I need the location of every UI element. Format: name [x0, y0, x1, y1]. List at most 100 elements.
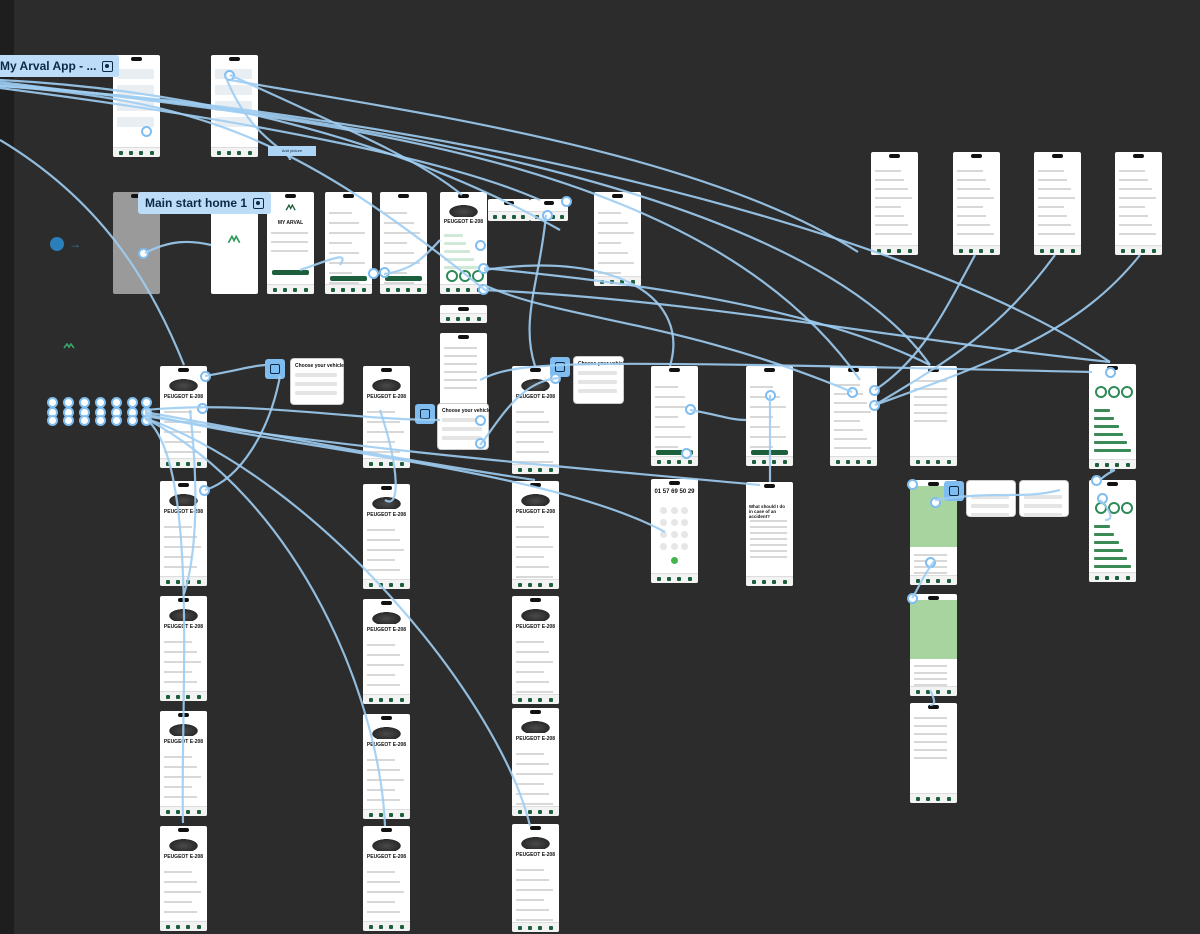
popup-option[interactable]: [442, 418, 482, 422]
accident-guide-screen[interactable]: What should I do in case of an accident?: [746, 482, 793, 586]
popup-option[interactable]: [295, 391, 337, 395]
nav-item-icon[interactable]: [139, 151, 144, 155]
nav-item-icon[interactable]: [876, 249, 881, 253]
nav-item-icon[interactable]: [548, 468, 553, 472]
nav-item-icon[interactable]: [196, 580, 201, 584]
connection-handle[interactable]: [95, 415, 106, 426]
hotspot-button[interactable]: Add picture: [268, 146, 316, 156]
nav-item-icon[interactable]: [186, 695, 191, 699]
nav-item-icon[interactable]: [389, 698, 394, 702]
nav-item-icon[interactable]: [165, 462, 170, 466]
nav-item-icon[interactable]: [216, 151, 221, 155]
nav-item-icon[interactable]: [517, 468, 522, 472]
connection-handle[interactable]: [542, 210, 553, 221]
nav-item-icon[interactable]: [946, 797, 951, 801]
nav-item-icon[interactable]: [517, 698, 522, 702]
nav-item-icon[interactable]: [165, 580, 170, 584]
nav-item-icon[interactable]: [399, 462, 404, 466]
play-frame-icon[interactable]: [102, 60, 114, 72]
vehicle-details-screen[interactable]: PEUGEOT E-208: [363, 599, 410, 704]
nav-item-icon[interactable]: [368, 583, 373, 587]
nav-item-icon[interactable]: [761, 580, 766, 584]
connection-handle[interactable]: [197, 403, 208, 414]
connection-handle[interactable]: [111, 415, 122, 426]
nav-item-icon[interactable]: [282, 288, 287, 292]
nav-item-icon[interactable]: [389, 462, 394, 466]
nav-item-icon[interactable]: [476, 317, 481, 321]
nav-item-icon[interactable]: [772, 460, 777, 464]
connection-handle[interactable]: [1105, 367, 1116, 378]
profile-menu-screen[interactable]: [1115, 152, 1162, 255]
nav-item-icon[interactable]: [915, 460, 920, 464]
nav-item-icon[interactable]: [946, 579, 951, 583]
nav-item-icon[interactable]: [186, 462, 191, 466]
nav-item-icon[interactable]: [1060, 249, 1065, 253]
nav-item-icon[interactable]: [687, 577, 692, 581]
nav-item-icon[interactable]: [395, 288, 400, 292]
nav-item-icon[interactable]: [782, 580, 787, 584]
nav-item-icon[interactable]: [175, 925, 180, 929]
nav-item-icon[interactable]: [538, 468, 543, 472]
connection-handle[interactable]: [475, 240, 486, 251]
login-screen[interactable]: MY ARVAL: [267, 192, 314, 294]
nav-item-icon[interactable]: [1130, 249, 1135, 253]
nav-item-icon[interactable]: [303, 288, 308, 292]
vehicle-details-screen[interactable]: PEUGEOT E-208: [512, 824, 559, 932]
nav-item-icon[interactable]: [538, 583, 543, 587]
nav-item-icon[interactable]: [936, 460, 941, 464]
nav-item-icon[interactable]: [368, 462, 373, 466]
nav-item-icon[interactable]: [445, 288, 450, 292]
nav-item-icon[interactable]: [378, 813, 383, 817]
connection-handle[interactable]: [141, 126, 152, 137]
nav-item-icon[interactable]: [656, 460, 661, 464]
nav-item-icon[interactable]: [925, 690, 930, 694]
overlay-icon[interactable]: [265, 359, 285, 379]
nav-item-icon[interactable]: [1125, 576, 1130, 580]
onboarding-screen[interactable]: [380, 192, 427, 294]
nav-item-icon[interactable]: [548, 698, 553, 702]
nav-item-icon[interactable]: [559, 215, 564, 219]
nav-item-icon[interactable]: [856, 460, 861, 464]
nav-item-icon[interactable]: [666, 460, 671, 464]
vehicle-details-screen[interactable]: PEUGEOT E-208: [512, 708, 559, 816]
nav-item-icon[interactable]: [455, 288, 460, 292]
nav-item-icon[interactable]: [1094, 463, 1099, 467]
popup-option[interactable]: [442, 427, 482, 431]
nav-item-icon[interactable]: [445, 317, 450, 321]
nav-item-icon[interactable]: [1115, 463, 1120, 467]
nav-item-icon[interactable]: [946, 460, 951, 464]
nav-item-icon[interactable]: [368, 813, 373, 817]
nav-item-icon[interactable]: [687, 460, 692, 464]
nav-item-icon[interactable]: [272, 288, 277, 292]
nav-item-icon[interactable]: [416, 288, 421, 292]
consumption-screen[interactable]: [1089, 480, 1136, 582]
nav-item-icon[interactable]: [493, 215, 498, 219]
nav-item-icon[interactable]: [915, 797, 920, 801]
popup-option[interactable]: [442, 436, 482, 440]
nav-item-icon[interactable]: [845, 460, 850, 464]
vehicle-details-screen[interactable]: PEUGEOT E-208: [160, 826, 207, 931]
nav-item-icon[interactable]: [196, 925, 201, 929]
nav-item-icon[interactable]: [385, 288, 390, 292]
nav-item-icon[interactable]: [677, 460, 682, 464]
nav-item-icon[interactable]: [247, 151, 252, 155]
nav-item-icon[interactable]: [915, 579, 920, 583]
nav-item-icon[interactable]: [128, 151, 133, 155]
nav-item-icon[interactable]: [149, 151, 154, 155]
nav-item-icon[interactable]: [538, 698, 543, 702]
nav-item-icon[interactable]: [399, 813, 404, 817]
popup-option[interactable]: [578, 380, 617, 384]
overlay-icon[interactable]: [550, 357, 570, 377]
nav-item-icon[interactable]: [399, 925, 404, 929]
nav-item-icon[interactable]: [351, 288, 356, 292]
nav-item-icon[interactable]: [118, 151, 123, 155]
nav-item-icon[interactable]: [165, 925, 170, 929]
nav-item-icon[interactable]: [979, 249, 984, 253]
phone-dialer-screen[interactable]: 01 57 69 50 29: [651, 479, 698, 583]
banner-card[interactable]: [440, 305, 487, 323]
nav-item-icon[interactable]: [1039, 249, 1044, 253]
nav-item-icon[interactable]: [527, 926, 532, 930]
popup-option[interactable]: [1024, 495, 1062, 499]
nav-item-icon[interactable]: [389, 813, 394, 817]
nav-item-icon[interactable]: [936, 797, 941, 801]
